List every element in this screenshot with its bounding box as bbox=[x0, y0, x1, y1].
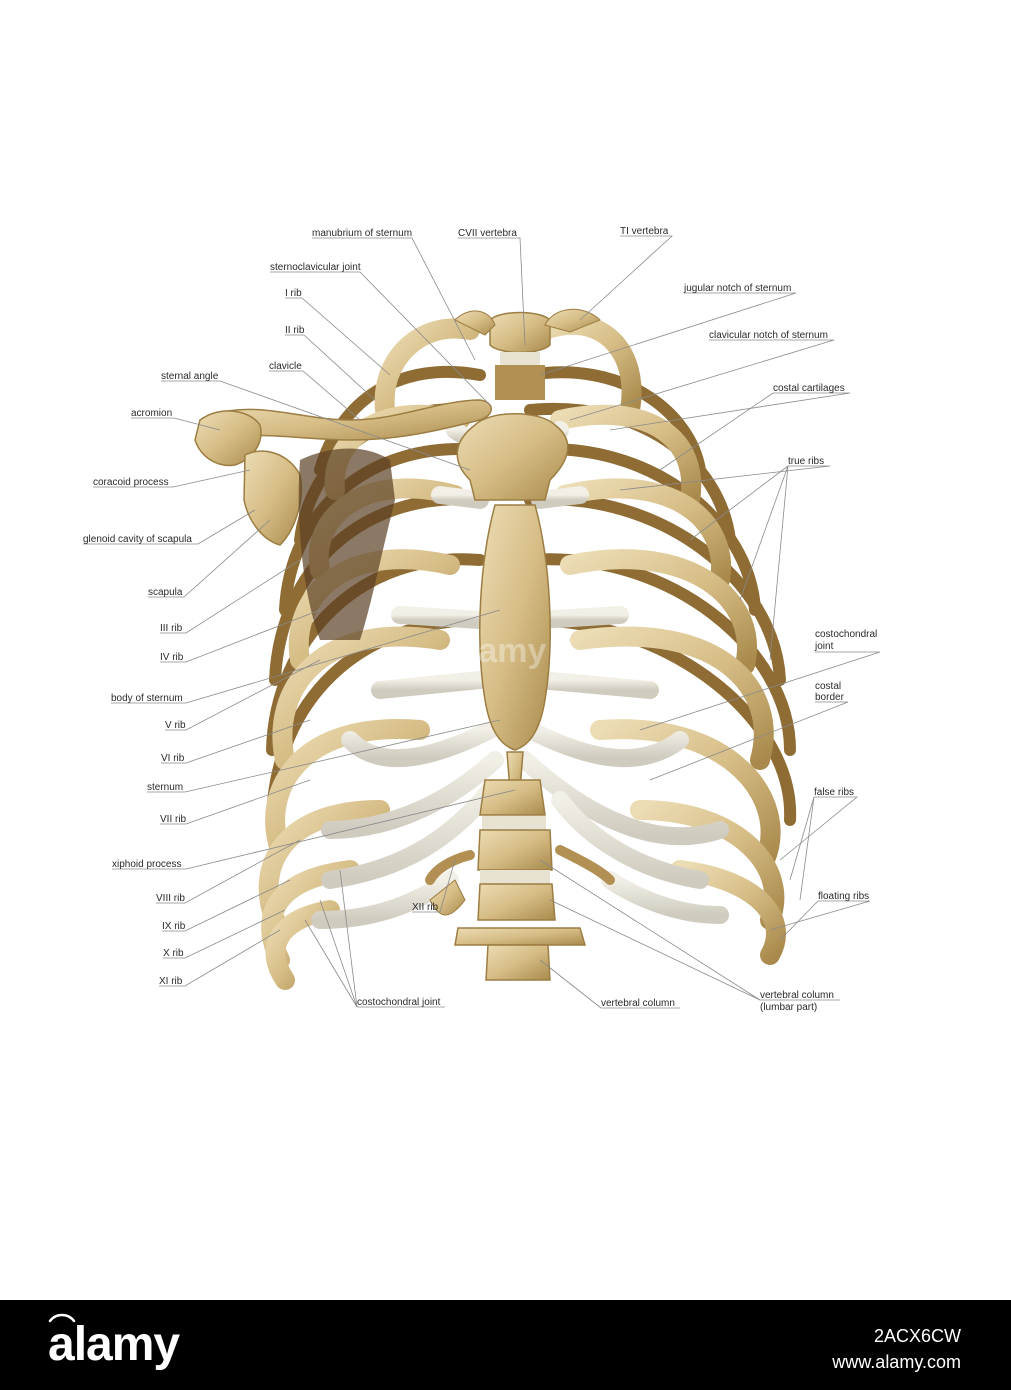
label-rib-x: X rib bbox=[163, 948, 184, 959]
label-clavicle: clavicle bbox=[269, 361, 302, 372]
label-rib-vi: VI rib bbox=[161, 753, 185, 764]
label-sternoclavicular-joint: sternoclavicular joint bbox=[270, 262, 361, 273]
label-clavicular-notch: clavicular notch of sternum bbox=[709, 330, 828, 341]
label-rib-ii: II rib bbox=[285, 325, 305, 336]
site-url[interactable]: www.alamy.com bbox=[832, 1352, 961, 1372]
scapula bbox=[194, 410, 395, 640]
label-rib-iv: IV rib bbox=[160, 652, 184, 663]
label-jugular-notch: jugular notch of sternum bbox=[684, 283, 792, 294]
label-sternum: sternum bbox=[147, 782, 184, 793]
label-cvii-vertebra: CVII vertebra bbox=[458, 228, 517, 239]
label-rib-xi: XI rib bbox=[159, 976, 183, 987]
label-vertebral-column-lumbar-line2: (lumbar part) bbox=[760, 1002, 818, 1013]
label-costochondral-joint-bottom: costochondral joint bbox=[357, 997, 441, 1008]
label-costochondral-joint-right-line2: joint bbox=[815, 641, 834, 652]
label-acromion: acromion bbox=[131, 408, 173, 419]
label-vertebral-column-lumbar-line1: vertebral column bbox=[760, 990, 834, 1001]
label-rib-viii: VIII rib bbox=[156, 893, 185, 904]
brand-logo: alamy bbox=[48, 1318, 180, 1371]
label-floating-ribs: floating ribs bbox=[818, 891, 870, 902]
watermark: alamy bbox=[450, 632, 547, 670]
footer-bar bbox=[0, 1300, 1011, 1390]
illustration-canvas: alamy manubrium of sternum CVII vertebra… bbox=[83, 226, 881, 1013]
label-rib-vii: VII rib bbox=[160, 814, 187, 825]
clavicle bbox=[209, 399, 492, 441]
label-rib-xii: XII rib bbox=[412, 902, 439, 913]
label-rib-iii: III rib bbox=[160, 623, 183, 634]
anterior-ribs-right bbox=[535, 314, 786, 965]
brand-logo-mark bbox=[48, 1313, 76, 1323]
label-manubrium: manubrium of sternum bbox=[312, 228, 413, 239]
vertebral-column bbox=[429, 308, 601, 981]
label-ti-vertebra: TI vertebra bbox=[620, 226, 669, 237]
rib-cage-illustration bbox=[83, 235, 881, 1009]
label-rib-v: V rib bbox=[165, 720, 186, 731]
sternum bbox=[456, 413, 569, 802]
label-sternal-angle: sternal angle bbox=[161, 371, 219, 382]
label-rib-ix: IX rib bbox=[162, 921, 186, 932]
label-costal-border-line2: border bbox=[815, 692, 844, 703]
label-body-of-sternum: body of sternum bbox=[111, 693, 183, 704]
label-scapula: scapula bbox=[148, 587, 183, 598]
label-true-ribs: true ribs bbox=[788, 456, 825, 467]
label-costochondral-joint-right-line1: costochondral bbox=[815, 629, 878, 640]
label-vertebral-column: vertebral column bbox=[601, 998, 675, 1009]
label-false-ribs: false ribs bbox=[814, 787, 855, 798]
label-xiphoid-process: xiphoid process bbox=[112, 859, 182, 870]
twelfth-ribs bbox=[425, 845, 615, 885]
leader-lines bbox=[83, 235, 881, 1009]
label-glenoid-cavity: glenoid cavity of scapula bbox=[83, 534, 192, 545]
label-rib-i: I rib bbox=[285, 288, 302, 299]
label-costal-border-line1: costal bbox=[815, 681, 842, 692]
image-id: 2ACX6CW bbox=[873, 1326, 961, 1346]
label-coracoid-process: coracoid process bbox=[93, 477, 169, 488]
label-costal-cartilages: costal cartilages bbox=[773, 383, 845, 394]
